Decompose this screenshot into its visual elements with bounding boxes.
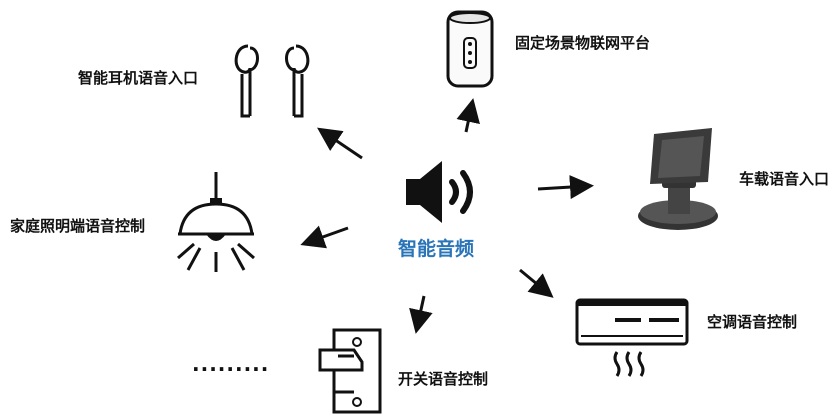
smart-speaker-label: 固定场景物联网平台 <box>515 34 651 52</box>
earphones-label: 智能耳机语音入口 <box>78 69 199 87</box>
ac-label: 空调语音控制 <box>707 313 798 331</box>
arrow-to-earphones <box>317 127 363 160</box>
center-label: 智能音频 <box>398 238 475 260</box>
arrow-to-lamp <box>300 225 349 249</box>
arrow-to-switch <box>409 295 433 334</box>
arrow-to-smart-speaker <box>456 98 480 133</box>
car-phone-mount-icon <box>630 124 730 236</box>
wall-switch-icon <box>314 328 388 414</box>
smart-speaker-icon <box>438 8 502 90</box>
arrow-to-ac <box>519 268 554 298</box>
air-conditioner-icon <box>573 296 691 380</box>
car-label: 车载语音入口 <box>739 170 830 188</box>
more-ellipsis: ......... <box>192 352 270 376</box>
switch-label: 开关语音控制 <box>398 370 489 388</box>
lamp-icon <box>170 172 262 282</box>
arrow-to-car <box>537 175 594 200</box>
earphones-icon <box>226 40 318 122</box>
lamp-label: 家庭照明端语音控制 <box>10 217 146 235</box>
speaker-icon <box>402 157 486 227</box>
